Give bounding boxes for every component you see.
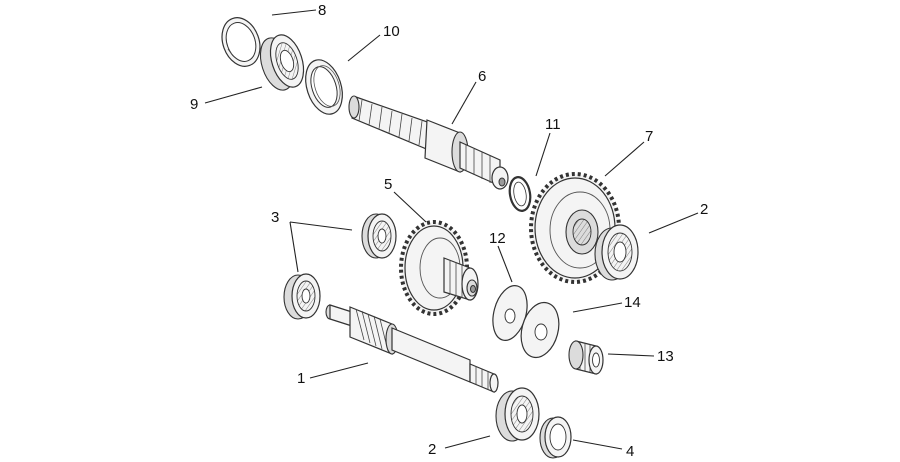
part-13-needle-bearing xyxy=(568,340,604,375)
part-2-lower-bearing xyxy=(495,387,540,442)
part-1-input-shaft xyxy=(325,304,499,393)
part-4-seal xyxy=(539,416,572,459)
part-3-upper-bearing xyxy=(361,213,397,259)
callout-8: 8 xyxy=(318,2,326,19)
part-12-washer xyxy=(492,285,528,341)
callout-11: 11 xyxy=(545,116,561,133)
callout-2-lower: 2 xyxy=(428,441,436,458)
callout-14: 14 xyxy=(624,294,641,311)
callout-labels: 8 10 9 6 11 7 5 3 12 2 14 13 1 2 4 xyxy=(190,2,708,460)
callout-5: 5 xyxy=(384,176,392,193)
callout-12: 12 xyxy=(489,230,506,247)
callout-3: 3 xyxy=(271,209,279,226)
part-14-washer xyxy=(520,301,560,359)
callout-6: 6 xyxy=(478,68,486,85)
callout-4: 4 xyxy=(626,443,634,460)
part-10-spacer-ring xyxy=(305,59,343,115)
part-2-upper-bearing xyxy=(594,224,639,281)
callout-2-upper: 2 xyxy=(700,201,708,218)
part-6-shaft xyxy=(348,95,509,190)
part-3-lower-bearing xyxy=(283,273,321,320)
leader-lines xyxy=(204,9,699,450)
part-11-circlip xyxy=(508,176,532,212)
callout-13: 13 xyxy=(657,348,674,365)
part-5-gear-pinion xyxy=(399,220,479,316)
callout-1: 1 xyxy=(297,370,305,387)
callout-10: 10 xyxy=(383,23,400,40)
part-8-snap-ring xyxy=(221,17,261,67)
callout-7: 7 xyxy=(645,128,653,145)
part-9-bearing xyxy=(259,34,305,91)
callout-9: 9 xyxy=(190,96,198,113)
